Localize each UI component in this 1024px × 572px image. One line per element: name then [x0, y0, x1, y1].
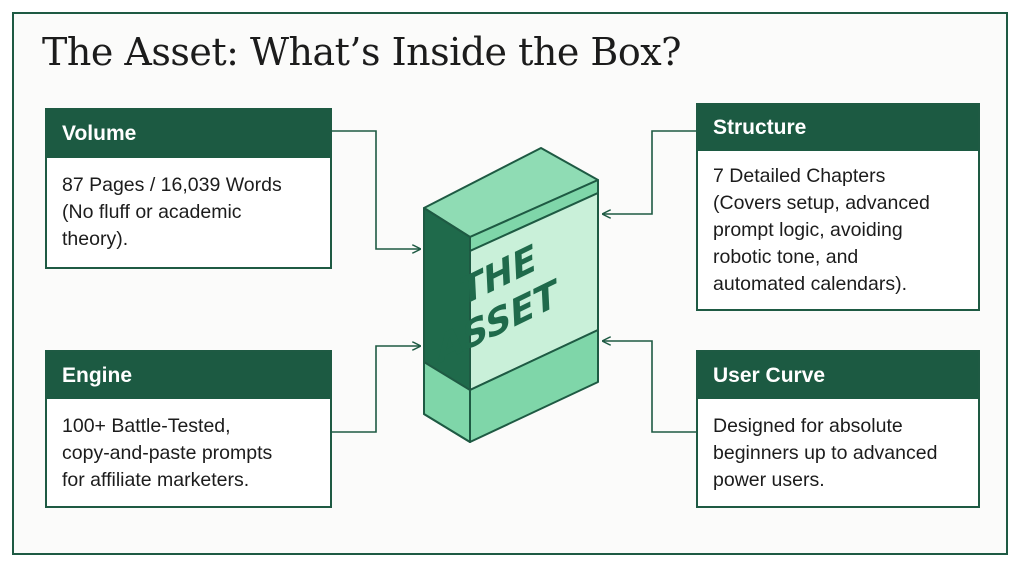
- card-volume-line: theory).: [62, 228, 129, 250]
- card-structure: Structure 7 Detailed Chapters (Covers se…: [696, 103, 980, 311]
- card-user-curve-body: Designed for absolute beginners up to ad…: [698, 399, 978, 494]
- card-user-curve: User Curve Designed for absolute beginne…: [696, 350, 980, 508]
- card-engine-heading: Engine: [47, 352, 330, 399]
- card-structure-line: robotic tone, and: [713, 246, 859, 268]
- card-engine-body: 100+ Battle-Tested, copy-and-paste promp…: [47, 399, 330, 494]
- card-engine-line: for affiliate marketers.: [62, 469, 250, 491]
- card-structure-line: prompt logic, avoiding: [713, 219, 903, 241]
- card-user-curve-line: power users.: [713, 469, 825, 491]
- card-structure-line: automated calendars).: [713, 273, 908, 295]
- card-volume-line: (No fluff or academic: [62, 201, 242, 223]
- card-user-curve-heading: User Curve: [698, 352, 978, 399]
- card-structure-line: 7 Detailed Chapters: [713, 165, 886, 187]
- card-engine: Engine 100+ Battle-Tested, copy-and-past…: [45, 350, 332, 508]
- card-user-curve-line: Designed for absolute: [713, 415, 903, 437]
- card-structure-heading: Structure: [698, 105, 978, 151]
- card-volume-body: 87 Pages / 16,039 Words (No fluff or aca…: [47, 158, 330, 253]
- card-structure-body: 7 Detailed Chapters (Covers setup, advan…: [698, 151, 978, 298]
- page-title: The Asset: What’s Inside the Box?: [42, 30, 682, 74]
- card-engine-line: copy-and-paste prompts: [62, 442, 273, 464]
- card-engine-line: 100+ Battle-Tested,: [62, 415, 231, 437]
- card-volume-heading: Volume: [47, 110, 330, 158]
- card-structure-line: (Covers setup, advanced: [713, 192, 930, 214]
- card-user-curve-line: beginners up to advanced: [713, 442, 938, 464]
- card-volume-line: 87 Pages / 16,039 Words: [62, 174, 282, 196]
- card-volume: Volume 87 Pages / 16,039 Words (No fluff…: [45, 108, 332, 269]
